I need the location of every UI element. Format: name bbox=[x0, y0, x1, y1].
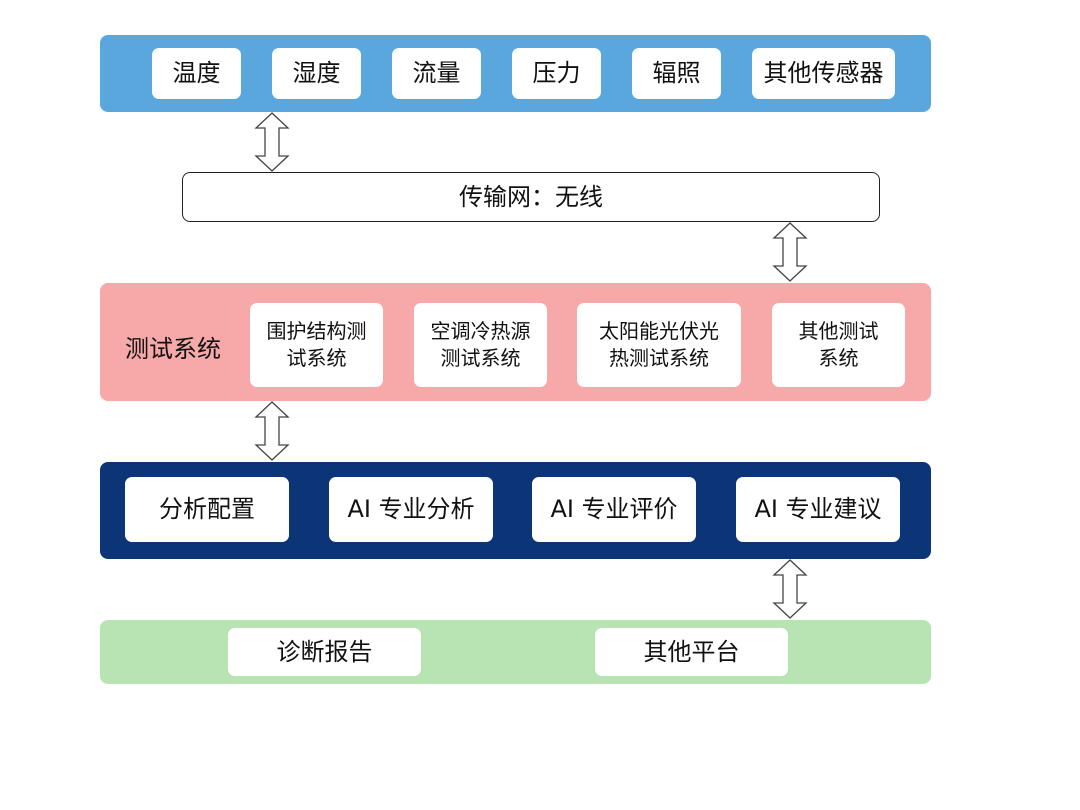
testing-layer-title: 测试系统 bbox=[125, 335, 221, 363]
test-box-line: 围护结构测 bbox=[266, 319, 367, 343]
sensor-box-pressure: 压力 bbox=[512, 48, 601, 99]
analysis-box-ai-suggestion: AI 专业建议 bbox=[736, 477, 900, 542]
double-arrow-icon bbox=[254, 112, 290, 172]
analysis-box-ai-analysis: AI 专业分析 bbox=[329, 477, 493, 542]
sensor-box-other: 其他传感器 bbox=[752, 48, 895, 99]
test-box-line: 其他测试 bbox=[798, 319, 879, 343]
sensor-layer: 温度 湿度 流量 压力 辐照 其他传感器 bbox=[100, 35, 931, 112]
double-arrow-icon bbox=[772, 559, 808, 619]
network-bar: 传输网：无线 bbox=[182, 172, 880, 222]
test-box-line: 测试系统 bbox=[440, 346, 521, 370]
sensor-box-flow: 流量 bbox=[392, 48, 481, 99]
test-box-line: 太阳能光伏光 bbox=[599, 319, 719, 343]
output-box-report: 诊断报告 bbox=[228, 628, 421, 676]
testing-layer: 测试系统 围护结构测 试系统 空调冷热源 测试系统 太阳能光伏光 热测试系统 其… bbox=[100, 283, 931, 401]
sensor-box-irradiance: 辐照 bbox=[632, 48, 721, 99]
test-box-solar: 太阳能光伏光 热测试系统 bbox=[577, 303, 741, 387]
test-box-line: 试系统 bbox=[286, 346, 347, 370]
test-box-hvac: 空调冷热源 测试系统 bbox=[414, 303, 547, 387]
test-box-line: 系统 bbox=[818, 346, 859, 370]
analysis-layer: 分析配置 AI 专业分析 AI 专业评价 AI 专业建议 bbox=[100, 462, 931, 559]
sensor-box-temperature: 温度 bbox=[152, 48, 241, 99]
test-box-line: 热测试系统 bbox=[609, 346, 709, 370]
double-arrow-icon bbox=[254, 401, 290, 461]
analysis-box-config: 分析配置 bbox=[125, 477, 289, 542]
output-box-other-platform: 其他平台 bbox=[595, 628, 788, 676]
analysis-box-ai-evaluation: AI 专业评价 bbox=[532, 477, 696, 542]
test-box-envelope: 围护结构测 试系统 bbox=[250, 303, 383, 387]
double-arrow-icon bbox=[772, 222, 808, 282]
sensor-box-humidity: 湿度 bbox=[272, 48, 361, 99]
test-box-other: 其他测试 系统 bbox=[772, 303, 905, 387]
test-box-line: 空调冷热源 bbox=[430, 319, 531, 343]
output-layer: 诊断报告 其他平台 bbox=[100, 620, 931, 684]
